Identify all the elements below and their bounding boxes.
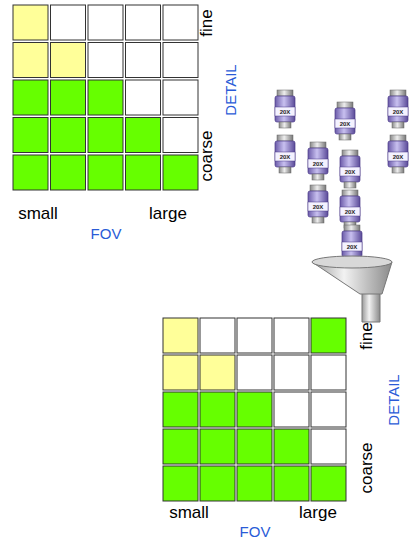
grid-cell: [126, 5, 161, 40]
grid-cell: [163, 466, 198, 501]
grid-cell: [311, 429, 346, 464]
grid-cell: [200, 392, 235, 427]
objective-lenses: [275, 90, 408, 263]
grid-cell: [88, 118, 123, 153]
lens-magnification: 20X: [345, 209, 356, 215]
grid-cell: [274, 318, 309, 353]
grid-cell: [163, 318, 198, 353]
grid-cell: [13, 155, 48, 190]
grid-cell: [88, 80, 123, 115]
grid-cell: [274, 355, 309, 390]
lens-magnification: 20X: [347, 244, 358, 250]
lens-magnification: 20X: [340, 121, 351, 127]
grid-cell: [126, 155, 161, 190]
grid-cell: [311, 466, 346, 501]
grid-cell: [200, 466, 235, 501]
grid-cell: [237, 355, 272, 390]
fov-scale-label: small: [18, 205, 58, 222]
detail-scale-label: fine: [358, 322, 375, 349]
grid-cell: [51, 43, 86, 78]
grid-cell: [88, 5, 123, 40]
grid-cell: [51, 80, 86, 115]
axis-title: FOV: [240, 524, 271, 539]
grid-cell: [163, 118, 198, 153]
grid-cell: [237, 318, 272, 353]
lens-magnification: 20X: [313, 161, 324, 167]
grid-cell: [51, 155, 86, 190]
grid-cell: [311, 355, 346, 390]
lens-magnification: 20X: [313, 204, 324, 210]
grid-cell: [13, 43, 48, 78]
axis-title: FOV: [91, 226, 122, 241]
axis-title: DETAIL: [386, 374, 401, 425]
grid-cell: [13, 5, 48, 40]
grid-cell: [163, 355, 198, 390]
lens-magnification: 20X: [393, 154, 404, 160]
grid: [13, 5, 346, 501]
grid-cell: [274, 392, 309, 427]
grid-cell: [51, 5, 86, 40]
grid-cell: [200, 429, 235, 464]
fov-scale-label: large: [149, 205, 187, 222]
grid-cell: [88, 155, 123, 190]
grid-cell: [163, 43, 198, 78]
grid-cell: [274, 429, 309, 464]
grid-cell: [200, 355, 235, 390]
lens-magnification: 20X: [393, 109, 404, 115]
fov-scale-label: large: [299, 504, 337, 521]
grid-cell: [163, 80, 198, 115]
grid-cell: [126, 43, 161, 78]
grid-cell: [237, 429, 272, 464]
grid-cell: [88, 43, 123, 78]
grid-cell: [126, 118, 161, 153]
detail-scale-label: fine: [198, 9, 215, 36]
grid-cell: [311, 392, 346, 427]
grid-cell: [237, 466, 272, 501]
grid-cell: [311, 318, 346, 353]
grid-cell: [126, 80, 161, 115]
grid-cell: [13, 80, 48, 115]
grid-cell: [163, 392, 198, 427]
grid-cell: [163, 155, 198, 190]
grid-cell: [163, 5, 198, 40]
grid-cell: [51, 118, 86, 153]
grid-cell: [13, 118, 48, 153]
lens-magnification: 20X: [280, 109, 291, 115]
lens-magnification: 20X: [345, 169, 356, 175]
detail-scale-label: coarse: [198, 130, 215, 181]
lens-magnification: 20X: [280, 154, 291, 160]
detail-scale-label: coarse: [358, 442, 375, 493]
grid-cell: [237, 392, 272, 427]
fov-scale-label: small: [169, 504, 209, 521]
grid-cell: [200, 318, 235, 353]
axis-title: DETAIL: [223, 64, 238, 115]
grid-cell: [163, 429, 198, 464]
funnel: [312, 256, 392, 322]
grid-cell: [274, 466, 309, 501]
